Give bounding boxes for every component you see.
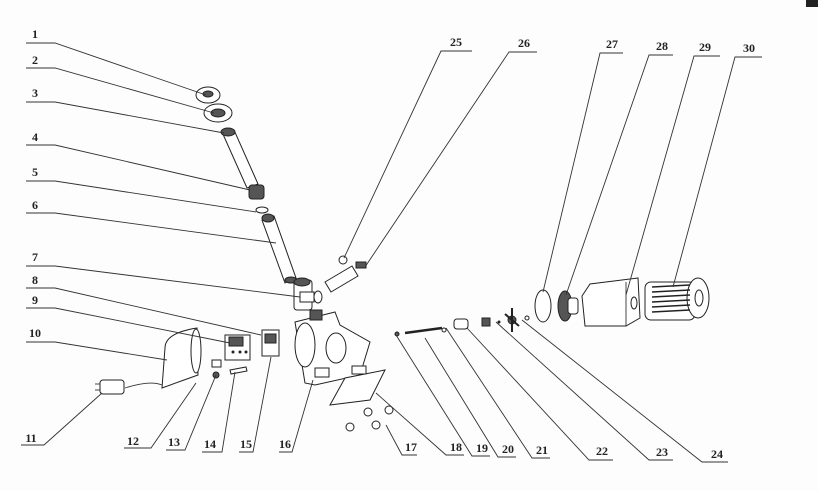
- part-15-switch: [261, 329, 280, 357]
- label-21: 21: [536, 443, 548, 457]
- part-labels: 1 2 3 4 5 6 7 8 9 10 11 12 13 14 15 16 1…: [25, 27, 755, 461]
- label-6: 6: [32, 198, 38, 212]
- label-28: 28: [656, 39, 668, 53]
- part-1-cap: [195, 86, 221, 104]
- label-22: 22: [596, 444, 608, 458]
- label-7: 7: [32, 250, 38, 264]
- part-19-shaft: [404, 326, 443, 335]
- part-28-rotor-cover: [557, 290, 579, 322]
- label-9: 9: [32, 293, 38, 307]
- label-30: 30: [743, 41, 755, 55]
- label-15: 15: [240, 437, 252, 451]
- label-17: 17: [405, 440, 417, 454]
- part-25-ring: [338, 255, 348, 265]
- part-20-washer: [441, 327, 447, 333]
- part-21-bushing: [453, 318, 469, 330]
- label-10: 10: [29, 326, 41, 340]
- part-22-bearing: [481, 317, 491, 327]
- label-23: 23: [656, 445, 668, 459]
- part-11-plug: [95, 379, 163, 395]
- part-30-motor: [644, 277, 710, 321]
- label-19: 19: [476, 441, 488, 455]
- label-3: 3: [32, 86, 38, 100]
- part-17-mounting-plate: [329, 365, 394, 432]
- label-26: 26: [518, 36, 530, 50]
- label-18: 18: [450, 440, 462, 454]
- label-11: 11: [25, 431, 36, 445]
- label-14: 14: [204, 437, 216, 451]
- part-5-oring: [255, 206, 269, 214]
- part-9-terminal-box: [224, 334, 251, 361]
- label-13: 13: [168, 435, 180, 449]
- part-6-tube: [261, 213, 298, 284]
- part-29-motor-housing: [581, 277, 641, 327]
- part-24-impeller: [504, 308, 530, 332]
- part-4-nut: [248, 184, 265, 200]
- label-8: 8: [32, 273, 38, 287]
- part-10-cover: [161, 327, 202, 389]
- part-26-nozzle: [324, 261, 367, 293]
- part-7-tee-fitting: [293, 277, 323, 311]
- part-3-tube: [220, 127, 259, 189]
- part-14-strip: [229, 366, 248, 375]
- label-1: 1: [32, 27, 38, 41]
- leader-lines: [21, 42, 762, 463]
- part-27-oring: [534, 289, 552, 323]
- label-25: 25: [450, 35, 462, 49]
- label-5: 5: [32, 165, 38, 179]
- label-16: 16: [279, 437, 291, 451]
- label-29: 29: [699, 40, 711, 54]
- label-27: 27: [606, 37, 618, 51]
- label-20: 20: [502, 442, 514, 456]
- label-12: 12: [127, 434, 139, 448]
- part-18-pin: [394, 331, 400, 337]
- corner-mark: [806, 0, 818, 7]
- label-2: 2: [32, 53, 38, 67]
- label-24: 24: [711, 447, 723, 461]
- label-4: 4: [32, 130, 38, 144]
- part-2-ring: [203, 103, 233, 123]
- part-23-washer: [497, 320, 501, 324]
- part-12-clip: [211, 359, 222, 368]
- part-16-pump-housing: [294, 309, 371, 386]
